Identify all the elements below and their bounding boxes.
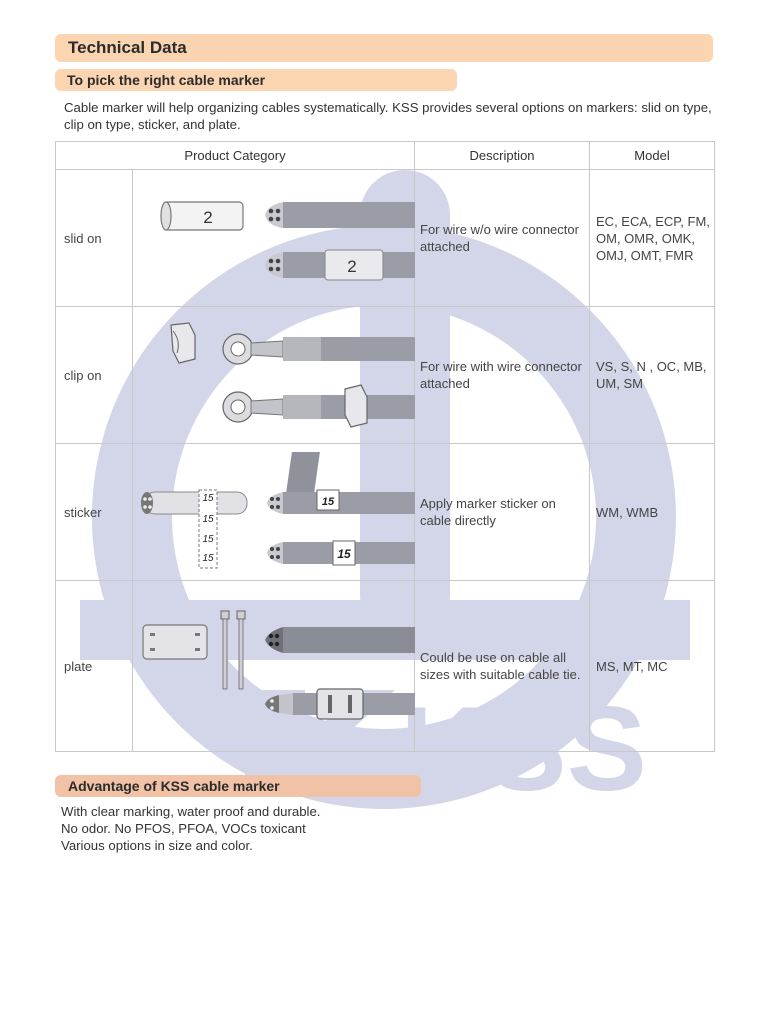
svg-text:15: 15 [202,493,214,504]
slid-marker-label: 2 [203,208,212,227]
svg-text:15: 15 [337,547,351,561]
category-slid-on: slid on [55,169,133,307]
header-model: Model [589,141,716,170]
advantage-list: With clear marking, water proof and dura… [61,803,561,854]
cable-marker-table: Product Category Description Model slid … [54,141,716,752]
description-sticker: Apply marker sticker on cable directly [414,443,591,581]
sticker-illustration: 15 15 15 15 15 [131,443,416,581]
svg-text:15: 15 [322,496,335,508]
advantage-line: No odor. No PFOS, PFOA, VOCs toxicant [61,821,306,836]
table-header-row: Product Category Description Model [54,141,716,170]
header-description: Description [414,141,591,170]
table-row: sticker 15 15 15 15 [55,443,716,581]
advantage-line: Various options in size and color. [61,838,253,853]
intro-paragraph: Cable marker will help organizing cables… [64,100,712,132]
slid-on-illustration: 2 2 [131,169,416,307]
header-product-category: Product Category [54,141,416,170]
page-title: Technical Data [55,34,713,62]
description-clip-on: For wire with wire connector attached [414,306,591,444]
svg-text:15: 15 [202,514,214,525]
section-title-pick: To pick the right cable marker [55,69,457,91]
description-plate: Could be use on cable all sizes with sui… [414,580,591,752]
plate-illustration [131,580,416,752]
model-slid-on: EC, ECA, ECP, FM, OM, OMR, OMK, OMJ, OMT… [589,169,716,307]
category-plate: plate [55,580,133,752]
description-slid-on: For wire w/o wire connector attached [414,169,591,307]
category-clip-on: clip on [55,306,133,444]
model-sticker: WM, WMB [589,443,716,581]
slid-marker-label-on-cable: 2 [347,257,356,276]
model-plate: MS, MT, MC [589,580,716,752]
svg-text:15: 15 [202,534,214,545]
category-sticker: sticker [55,443,133,581]
svg-text:15: 15 [202,553,214,564]
table-row: plate [55,580,716,752]
model-clip-on: VS, S, N , OC, MB, UM, SM [589,306,716,444]
table-row: slid on 2 [55,169,716,307]
table-row: clip on [55,306,716,444]
advantage-line: With clear marking, water proof and dura… [61,804,321,819]
section-title-advantage: Advantage of KSS cable marker [55,775,421,797]
clip-on-illustration [131,306,416,444]
